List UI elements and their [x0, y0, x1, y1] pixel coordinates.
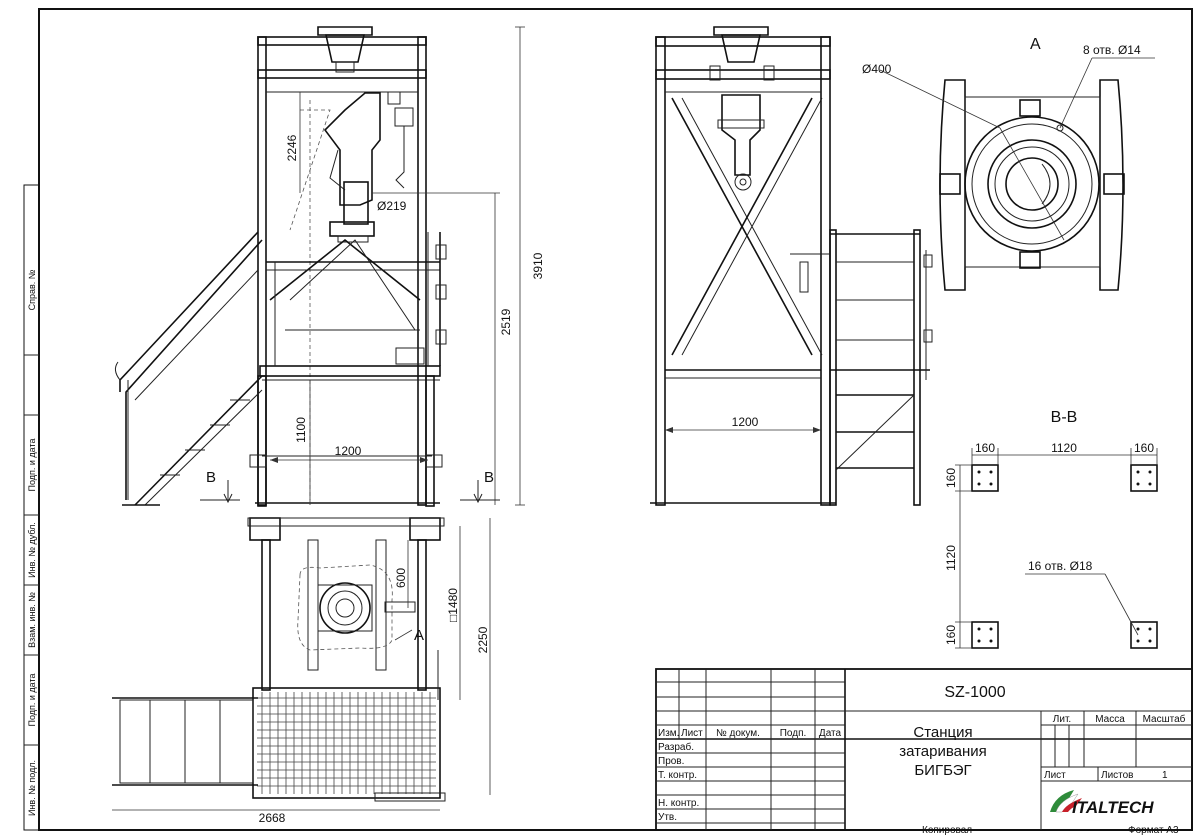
dim-side-width: 1200 [732, 415, 759, 429]
tb-list: Лист [1044, 770, 1066, 781]
tb-lit: Лит. [1053, 714, 1071, 725]
section-bb-dim-v-top: 160 [944, 468, 958, 488]
section-bb-dim-v-bottom: 160 [944, 625, 958, 645]
tb-kopiroval: Копировал [922, 825, 972, 836]
logo-text: ITALTECH [1072, 798, 1154, 817]
italtech-logo: ITALTECH [1050, 790, 1154, 817]
detail-a-diameter: Ø400 [862, 62, 892, 76]
dim-plan-square: □1480 [446, 588, 460, 622]
dim-plan-depth: 2250 [476, 626, 490, 653]
detail-a-label: A [1030, 36, 1041, 53]
dim-front-height-upper: 2246 [285, 134, 299, 161]
title-block: SZ-1000 Станция затаривания БИГБЭГ Изм. … [655, 668, 1193, 836]
section-bb-dim-right: 160 [1134, 441, 1154, 455]
stamp-inv-dubl: Инв. № дубл. [27, 522, 37, 578]
plan-detail-ref: A [414, 627, 424, 644]
tb-massa: Масса [1095, 714, 1125, 725]
stamp-podp-data-2: Подп. и дата [27, 673, 37, 726]
tb-row-nkontr: Н. контр. [658, 798, 699, 809]
detail-a: A Ø400 8 отв. Ø14 [862, 36, 1155, 291]
dim-front-height-platform: 2519 [499, 308, 513, 335]
dim-front-diameter: Ø219 [377, 199, 407, 213]
section-bb-dim-left: 160 [975, 441, 995, 455]
tb-row-prov: Пров. [658, 756, 684, 767]
front-view: 3910 2246 2519 1100 1200 Ø219 B B [114, 26, 545, 507]
tb-col-podp: Подп. [780, 728, 807, 739]
section-bb-holes: 16 отв. Ø18 [1028, 559, 1093, 573]
tb-col-izm: Изм. [658, 728, 679, 739]
stamp-inv-podl: Инв. № подл. [27, 760, 37, 816]
section-bb-dim-v-middle: 1120 [944, 545, 958, 571]
dim-front-height-lower: 1100 [294, 417, 308, 443]
tb-row-razrab: Разраб. [658, 741, 694, 753]
section-mark-right: B [484, 469, 494, 486]
tb-row-utv: Утв. [658, 812, 677, 823]
section-mark-left: B [206, 469, 216, 486]
tb-col-dokum: № докум. [716, 728, 760, 739]
section-bb: B-B 160 1120 160 160 1120 160 16 отв. Ø1… [944, 409, 1158, 649]
tb-title-line-2: затаривания [899, 743, 987, 760]
tb-title-line-1: Станция [913, 724, 972, 741]
side-view: 1200 [650, 26, 933, 506]
dim-plan-offset: 600 [394, 568, 408, 588]
tb-format: Формат А3 [1128, 825, 1179, 836]
dim-front-width: 1200 [335, 444, 362, 458]
tb-drawing-code: SZ-1000 [944, 684, 1005, 701]
plan-view: 2668 2250 □1480 600 A [112, 517, 491, 825]
dim-plan-width: 2668 [259, 811, 286, 825]
tb-title-line-3: БИГБЭГ [914, 762, 971, 779]
sheet-frame [23, 8, 1193, 831]
stamp-vzam-inv: Взам. инв. № [27, 592, 37, 648]
grating-pattern [257, 692, 436, 794]
tb-col-data: Дата [819, 728, 842, 739]
dim-front-height-total: 3910 [531, 252, 545, 279]
tb-listov-value: 1 [1162, 770, 1168, 781]
tb-listov: Листов [1101, 770, 1134, 781]
side-stamp: Справ. № Подп. и дата Инв. № дубл. Взам.… [27, 269, 37, 816]
section-bb-dim-middle: 1120 [1051, 441, 1077, 455]
tb-col-list: Лист [681, 728, 703, 739]
detail-a-holes: 8 отв. Ø14 [1083, 43, 1141, 57]
tb-masshtab: Масштаб [1143, 713, 1186, 725]
stamp-sprav: Справ. № [27, 269, 37, 310]
tb-row-tkontr: Т. контр. [658, 770, 697, 781]
section-bb-title: B-B [1051, 409, 1078, 426]
stamp-podp-data-1: Подп. и дата [27, 438, 37, 491]
